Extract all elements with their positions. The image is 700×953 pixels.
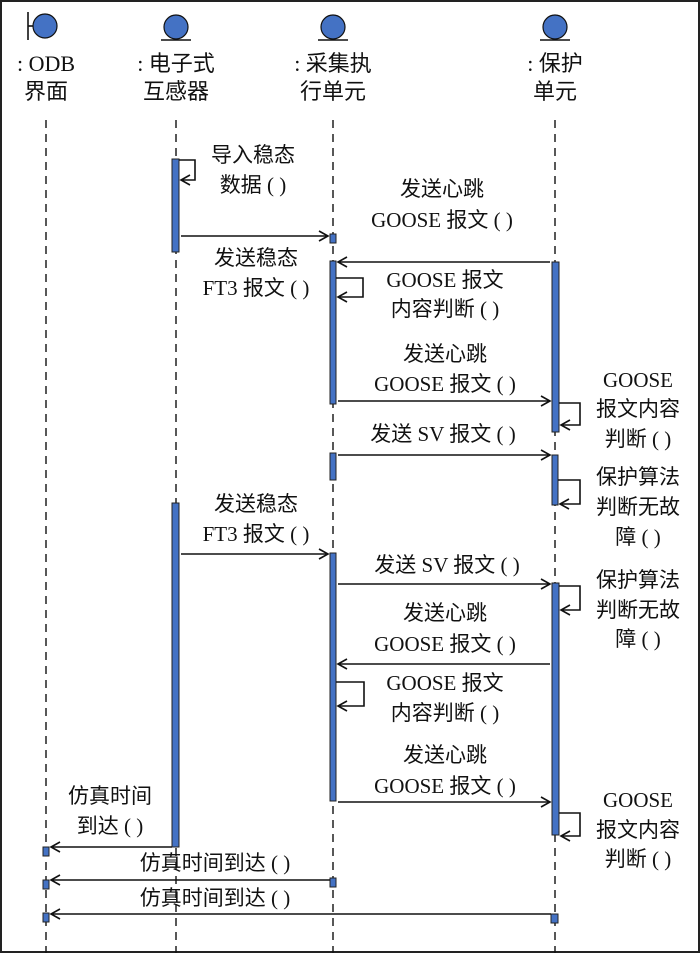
message-label: GOOSE xyxy=(603,788,673,812)
message-label: GOOSE 报文 xyxy=(386,671,503,695)
activation-bar xyxy=(42,912,50,923)
entity-actor-icon xyxy=(318,14,348,41)
activation-bar xyxy=(42,879,50,890)
message-label: 发送稳态 xyxy=(214,492,298,516)
activation-bar xyxy=(329,877,337,888)
message-label: GOOSE 报文 ( ) xyxy=(371,208,513,232)
message-label: FT3 报文 ( ) xyxy=(203,276,310,300)
message-label: 报文内容 xyxy=(596,818,680,842)
activation-bar xyxy=(42,846,50,857)
message-self-arrow xyxy=(559,812,581,842)
message-label: 到达 ( ) xyxy=(77,814,144,838)
message-label: GOOSE 报文 ( ) xyxy=(374,774,516,798)
message-self-arrow xyxy=(336,681,365,712)
activation-bar xyxy=(550,913,559,924)
lifeline-cu: : 采集执 行单元 xyxy=(294,14,372,953)
activation-bar xyxy=(551,261,560,433)
lifeline-label: : 采集执 xyxy=(294,51,372,76)
activation-bar xyxy=(171,502,180,848)
lifeline-label: 互感器 xyxy=(143,79,209,104)
message-label: GOOSE 报文 ( ) xyxy=(374,632,516,656)
message-label: 内容判断 ( ) xyxy=(391,701,500,725)
message-self-arrow xyxy=(336,277,364,303)
lifeline-label: : 保护 xyxy=(527,51,583,76)
lifeline-label: : 电子式 xyxy=(137,51,215,76)
activation-bar xyxy=(551,582,560,836)
message-self-arrow xyxy=(559,402,581,431)
message-label: GOOSE xyxy=(603,368,673,392)
message-label: 保护算法 xyxy=(596,465,680,489)
message-label: 仿真时间到达 ( ) xyxy=(140,851,291,875)
lifeline-label: : ODB xyxy=(17,51,75,76)
message-self-arrow xyxy=(558,479,581,510)
activation-bar xyxy=(329,552,337,802)
message-label: 发送心跳 xyxy=(403,342,487,366)
message-label: 内容判断 ( ) xyxy=(391,297,500,321)
message-label: 数据 ( ) xyxy=(220,173,287,197)
lifeline-label: 行单元 xyxy=(300,79,366,104)
message-label: 导入稳态 xyxy=(211,143,295,167)
message-label: 发送心跳 xyxy=(403,601,487,625)
message-label: 仿真时间 xyxy=(68,784,152,808)
activation-bar xyxy=(329,260,337,405)
boundary-actor-icon xyxy=(27,12,58,40)
entity-actor-icon xyxy=(161,14,191,41)
message-label: 发送心跳 xyxy=(403,743,487,767)
message-label: 发送心跳 xyxy=(400,177,484,201)
message-label: GOOSE 报文 ( ) xyxy=(374,372,516,396)
message-label: GOOSE 报文 xyxy=(386,268,503,292)
activation-bar xyxy=(329,233,337,244)
message-label: 判断无故 xyxy=(596,598,680,622)
message-label: 发送 SV 报文 ( ) xyxy=(374,553,519,577)
message-label: 仿真时间到达 ( ) xyxy=(140,886,291,910)
lifeline-odb: : ODB 界面 xyxy=(17,12,75,953)
message-self-arrow xyxy=(179,159,196,186)
message-label: 发送稳态 xyxy=(214,246,298,270)
message-self-arrow xyxy=(559,585,581,616)
message-label: 报文内容 xyxy=(596,397,680,421)
activation-bar xyxy=(329,452,337,481)
message-label: 发送 SV 报文 ( ) xyxy=(370,422,515,446)
message-label: 判断 ( ) xyxy=(605,847,672,871)
activation-bar xyxy=(171,158,180,253)
entity-actor-icon xyxy=(540,14,570,41)
lifeline-label: 界面 xyxy=(24,79,68,104)
message-label: 判断无故 xyxy=(596,495,680,519)
lifeline-label: 单元 xyxy=(533,79,577,104)
lifeline-pu: : 保护 单元 xyxy=(527,14,583,953)
lifeline-ect: : 电子式 互感器 xyxy=(137,14,215,953)
message-label: 判断 ( ) xyxy=(605,427,672,451)
message-label: 障 ( ) xyxy=(615,627,661,651)
message-label: 障 ( ) xyxy=(615,525,661,549)
activation-bar xyxy=(551,454,559,506)
message-label: FT3 报文 ( ) xyxy=(203,522,310,546)
message-label: 保护算法 xyxy=(596,568,680,592)
